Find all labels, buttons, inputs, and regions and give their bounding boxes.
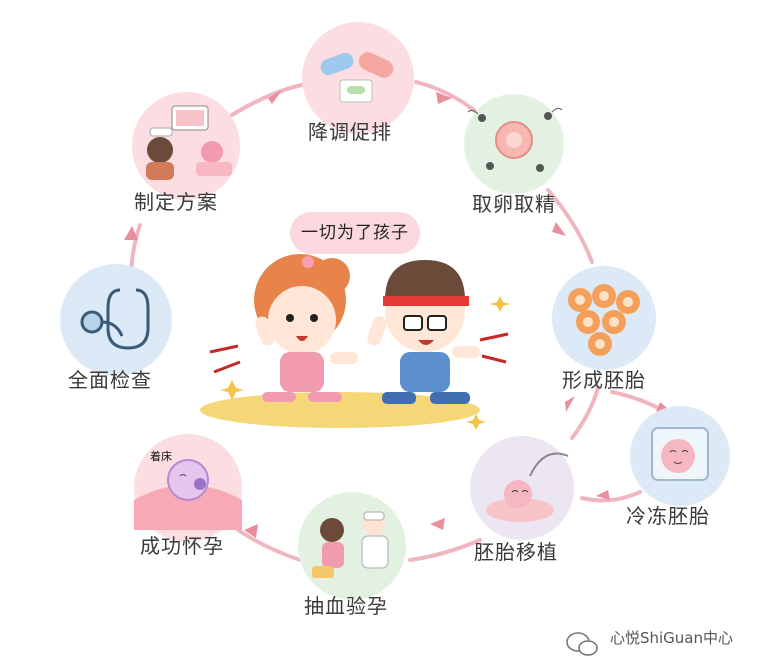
watermark: 心悦ShiGuan中心	[610, 627, 733, 648]
step-label-embryo-formation: 形成胚胎	[562, 368, 646, 392]
center-couple-illustration	[200, 254, 510, 430]
step-circle-downregulation	[302, 22, 414, 134]
watermark-text: 心悦ShiGuan中心	[609, 629, 733, 647]
step-circle-blood-test	[298, 492, 406, 600]
center-slogan: 一切为了孩子	[290, 212, 420, 254]
step-label-embryo-transfer: 胚胎移植	[474, 540, 558, 564]
embryo-dish-icon	[568, 284, 640, 356]
sparkle-icons	[220, 296, 510, 430]
arrow-icon	[436, 92, 452, 104]
arrow-icon	[552, 222, 566, 236]
step-label-blood-test: 抽血验孕	[304, 594, 388, 618]
arrow-icon	[124, 226, 138, 240]
arrow-icon	[565, 396, 575, 412]
step-circle-embryo-transfer	[470, 436, 574, 540]
arrow-icon	[244, 524, 258, 538]
step-circle-embryo-formation	[552, 266, 656, 370]
step-circle-embryo-freezing	[630, 406, 730, 506]
arrow-icon	[268, 90, 282, 104]
arrow-icon	[596, 490, 610, 500]
doctor-consult-icon	[146, 105, 232, 180]
stethoscope-icon	[80, 288, 150, 350]
step-label-downregulation: 降调促排	[308, 120, 392, 144]
excitement-lines-icon	[209, 332, 509, 374]
arrow-icon	[430, 518, 445, 530]
egg-sperm-icon	[467, 107, 563, 172]
embryo-transfer-icon	[486, 452, 569, 522]
boy-character-icon	[367, 260, 480, 404]
step-label-egg-retrieval: 取卵取精	[472, 192, 556, 216]
blood-test-icon	[312, 511, 389, 578]
pill-capsules-icon	[320, 52, 394, 103]
step-label-pregnancy: 成功怀孕	[140, 534, 224, 558]
step-label-planning: 制定方案	[134, 190, 218, 214]
girl-character-icon	[254, 254, 358, 402]
frozen-embryo-icon	[651, 427, 709, 481]
step-label-embryo-freezing: 冷冻胚胎	[626, 504, 710, 528]
implantation-tag: 着床	[150, 450, 172, 463]
step-label-examination: 全面检查	[68, 368, 152, 392]
step-circle-egg-retrieval	[464, 94, 564, 194]
step-circle-pregnancy	[134, 434, 242, 542]
wechat-icon	[566, 632, 598, 656]
step-circle-planning	[132, 92, 240, 200]
step-circle-examination	[60, 264, 172, 376]
implanted-embryo-icon	[134, 459, 242, 530]
